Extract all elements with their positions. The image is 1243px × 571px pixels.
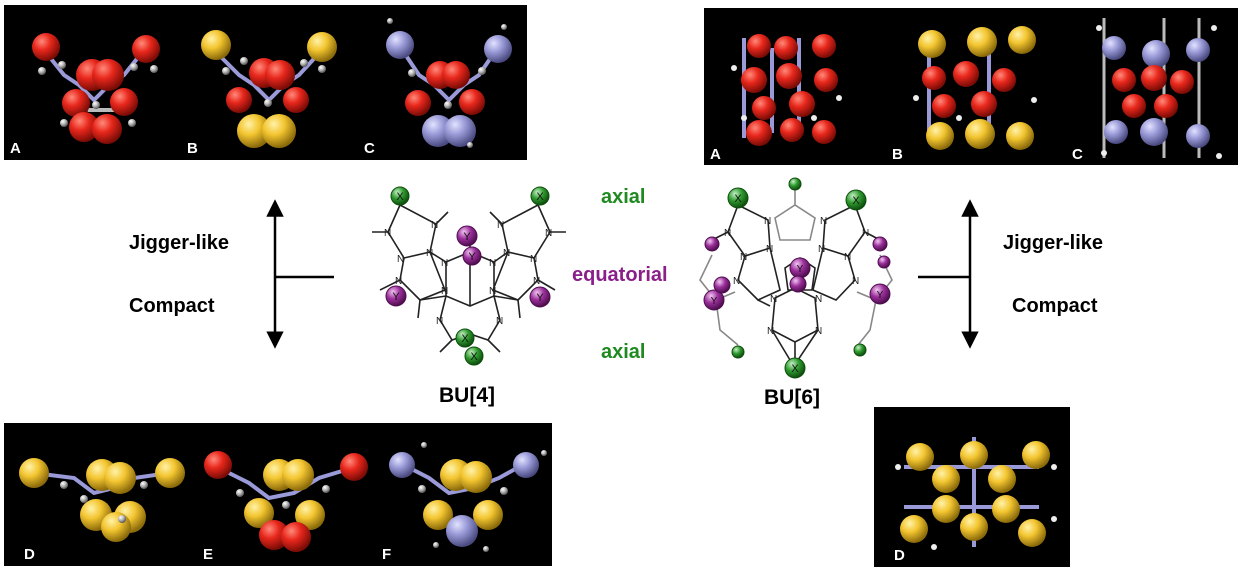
svg-text:N: N <box>503 248 510 259</box>
bu6-x-labels: X X X <box>734 193 860 375</box>
svg-text:N: N <box>818 244 825 255</box>
svg-text:Y: Y <box>877 290 884 301</box>
svg-text:N: N <box>724 228 731 239</box>
panel-label-b: B <box>187 140 198 157</box>
bu6-y-labels: Y Y Y <box>711 264 884 307</box>
svg-text:N: N <box>770 294 777 305</box>
svg-text:N: N <box>852 276 859 287</box>
panel-label-b: B <box>892 146 903 163</box>
model-e <box>204 451 368 552</box>
bu4-y-labels: Y Y Y Y <box>392 231 544 304</box>
model-c <box>1096 18 1222 159</box>
svg-text:N: N <box>441 286 448 297</box>
bu4-equatorial-y <box>385 225 551 308</box>
bu4-title: BU[4] <box>439 384 495 407</box>
bu6-nitrogen-labels: N N N N N N N N N N N N N N <box>724 216 869 337</box>
svg-text:N: N <box>545 228 552 239</box>
bu6-title: BU[6] <box>764 386 820 409</box>
bu6-equatorial-y <box>703 236 891 311</box>
axial-top-label: axial <box>601 186 646 208</box>
bu6-axial-x <box>727 177 867 379</box>
bu4-jigger-panel: A B C <box>4 5 527 160</box>
bu6-jigger-models: A B C <box>710 18 1222 163</box>
right-jigger-label: Jigger-like <box>1003 232 1104 254</box>
left-compact-label: Compact <box>129 295 215 317</box>
panel-label-a: A <box>10 140 21 157</box>
svg-text:Y: Y <box>463 231 471 243</box>
svg-text:N: N <box>815 294 822 305</box>
svg-text:N: N <box>815 326 822 337</box>
svg-text:N: N <box>533 276 540 287</box>
svg-text:N: N <box>395 276 402 287</box>
right-double-arrow <box>918 199 979 349</box>
panel-label-f: F <box>382 546 391 563</box>
svg-text:Y: Y <box>536 292 544 304</box>
svg-text:N: N <box>496 316 503 327</box>
bu4-compact-panel: D E F <box>4 423 552 566</box>
svg-text:X: X <box>852 195 860 207</box>
bu6-compact-model: D <box>894 437 1057 564</box>
svg-text:N: N <box>767 326 774 337</box>
svg-text:Y: Y <box>797 264 804 275</box>
model-a <box>32 33 160 144</box>
svg-text:N: N <box>431 220 438 231</box>
svg-text:Y: Y <box>392 291 400 303</box>
svg-text:N: N <box>436 316 443 327</box>
right-compact-label: Compact <box>1012 295 1098 317</box>
panel-label-d: D <box>24 546 35 563</box>
model-c <box>386 18 512 148</box>
svg-text:N: N <box>844 252 851 263</box>
svg-text:N: N <box>530 254 537 265</box>
svg-text:N: N <box>766 244 773 255</box>
svg-text:X: X <box>734 193 742 205</box>
svg-text:Y: Y <box>711 296 718 307</box>
svg-text:N: N <box>733 276 740 287</box>
model-d <box>19 458 185 542</box>
svg-text:N: N <box>384 228 391 239</box>
svg-text:N: N <box>862 228 869 239</box>
panel-label-a: A <box>710 146 721 163</box>
bu4-axial-x <box>390 186 550 366</box>
panel-label-d: D <box>894 547 905 564</box>
svg-text:N: N <box>820 216 827 227</box>
svg-text:X: X <box>396 191 404 203</box>
bu6-compact-panel: D <box>874 407 1070 567</box>
bu4-jigger-models: A B C <box>10 18 512 157</box>
bu4-compact-models: D E F <box>19 442 547 563</box>
svg-text:N: N <box>426 248 433 259</box>
svg-text:N: N <box>497 220 504 231</box>
svg-text:N: N <box>740 252 747 263</box>
svg-text:N: N <box>764 216 771 227</box>
model-f <box>389 442 547 552</box>
svg-text:X: X <box>536 191 544 203</box>
svg-text:X: X <box>470 351 478 363</box>
model-a <box>731 34 842 146</box>
bu6-jigger-panel: A B C <box>704 8 1238 165</box>
bu4-x-labels: X X X X <box>396 191 544 363</box>
svg-text:N: N <box>397 254 404 265</box>
panel-label-c: C <box>364 140 375 157</box>
svg-text:N: N <box>489 258 496 269</box>
equatorial-label: equatorial <box>572 264 668 286</box>
svg-text:N: N <box>441 258 448 269</box>
axial-bottom-label: axial <box>601 341 646 363</box>
model-b <box>201 30 337 148</box>
left-double-arrow <box>266 199 334 349</box>
panel-label-e: E <box>203 546 213 563</box>
svg-text:Y: Y <box>468 251 476 263</box>
left-jigger-label: Jigger-like <box>129 232 230 254</box>
svg-text:X: X <box>791 363 799 375</box>
model-b <box>913 26 1037 150</box>
svg-text:N: N <box>489 286 496 297</box>
svg-text:X: X <box>461 333 469 345</box>
model-d <box>895 437 1057 550</box>
panel-label-c: C <box>1072 146 1083 163</box>
